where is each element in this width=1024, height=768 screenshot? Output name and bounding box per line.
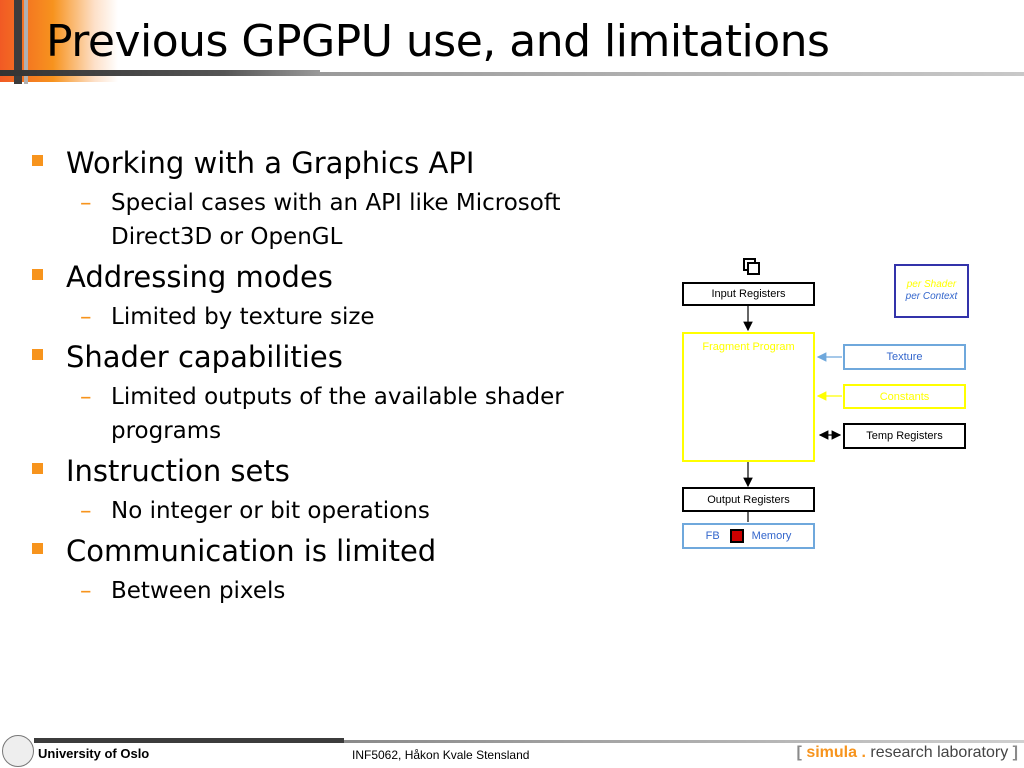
sub-bullet-text: Limited by texture size (111, 304, 375, 330)
title-accent-bar-light (24, 0, 28, 84)
temp-registers-label: Temp Registers (866, 430, 943, 442)
footer-rule-light (344, 740, 1024, 743)
fb-memory-box: FB Memory (682, 523, 815, 549)
bullet-square-icon (32, 463, 43, 474)
legend-per-shader: per Shader (906, 279, 957, 290)
input-registers-box: Input Registers (682, 282, 815, 306)
bullet-item: Instruction sets (30, 454, 620, 488)
lab-brand: simula (806, 744, 858, 761)
footer-rule (34, 738, 344, 743)
temp-registers-box: Temp Registers (843, 423, 966, 449)
bullet-square-icon (32, 155, 43, 166)
sub-bullet-item: – Limited outputs of the available shade… (30, 380, 620, 448)
bullet-text: Addressing modes (66, 260, 333, 294)
stack-icon (743, 258, 760, 275)
dash-icon: – (80, 578, 92, 604)
bullet-text: Communication is limited (66, 534, 437, 568)
sub-bullet-text: No integer or bit operations (111, 498, 430, 524)
constants-box: Constants (843, 384, 966, 409)
output-registers-label: Output Registers (707, 493, 790, 506)
fragment-program-label: Fragment Program (702, 341, 795, 353)
sub-bullet-text: Special cases with an API like Microsoft… (111, 190, 561, 250)
lab-bracket-open: [ (796, 744, 802, 761)
footer-university: University of Oslo (38, 746, 150, 761)
bullet-text: Instruction sets (66, 454, 290, 488)
bullet-item: Communication is limited (30, 534, 620, 568)
lab-dot: . (861, 744, 866, 761)
sub-bullet-text: Limited outputs of the available shader … (111, 384, 564, 444)
texture-label: Texture (886, 351, 923, 363)
fragment-pipeline-diagram: Input Registers Fragment Program Output … (676, 254, 976, 554)
bullet-square-icon (32, 269, 43, 280)
sub-bullet-item: – Special cases with an API like Microso… (30, 186, 620, 254)
university-seal-icon (2, 735, 34, 767)
title-rule (0, 70, 320, 76)
bullet-item: Addressing modes (30, 260, 620, 294)
footer-course: INF5062, Håkon Kvale Stensland (352, 748, 530, 762)
bullet-item: Shader capabilities (30, 340, 620, 374)
memory-chip-icon (729, 529, 744, 543)
memory-label: Memory (751, 530, 792, 542)
title-accent-bar (14, 0, 22, 84)
lab-bracket-close: ] (1012, 744, 1018, 761)
slide-title: Previous GPGPU use, and limitations (46, 16, 830, 67)
bullet-square-icon (32, 349, 43, 360)
footer-lab-logo: [ simula . research laboratory ] (797, 744, 1018, 762)
dash-icon: – (80, 190, 92, 216)
fb-label: FB (705, 530, 720, 542)
title-rule-light (320, 72, 1024, 76)
bullet-list: Working with a Graphics API – Special ca… (30, 146, 620, 614)
lab-name: research laboratory (870, 744, 1009, 761)
output-registers-box: Output Registers (682, 487, 815, 512)
input-registers-label: Input Registers (711, 288, 786, 300)
bullet-item: Working with a Graphics API (30, 146, 620, 180)
legend-box: per Shader per Context (894, 264, 969, 318)
dash-icon: – (80, 498, 92, 524)
sub-bullet-item: – Between pixels (30, 574, 620, 608)
bullet-text: Working with a Graphics API (66, 146, 475, 180)
sub-bullet-item: – Limited by texture size (30, 300, 620, 334)
constants-label: Constants (879, 390, 930, 403)
sub-bullet-text: Between pixels (111, 578, 286, 604)
dash-icon: – (80, 304, 92, 330)
sub-bullet-item: – No integer or bit operations (30, 494, 620, 528)
dash-icon: – (80, 384, 92, 410)
texture-box: Texture (843, 344, 966, 370)
bullet-text: Shader capabilities (66, 340, 343, 374)
legend-per-context: per Context (905, 291, 958, 302)
fragment-program-box: Fragment Program (682, 332, 815, 462)
bullet-square-icon (32, 543, 43, 554)
